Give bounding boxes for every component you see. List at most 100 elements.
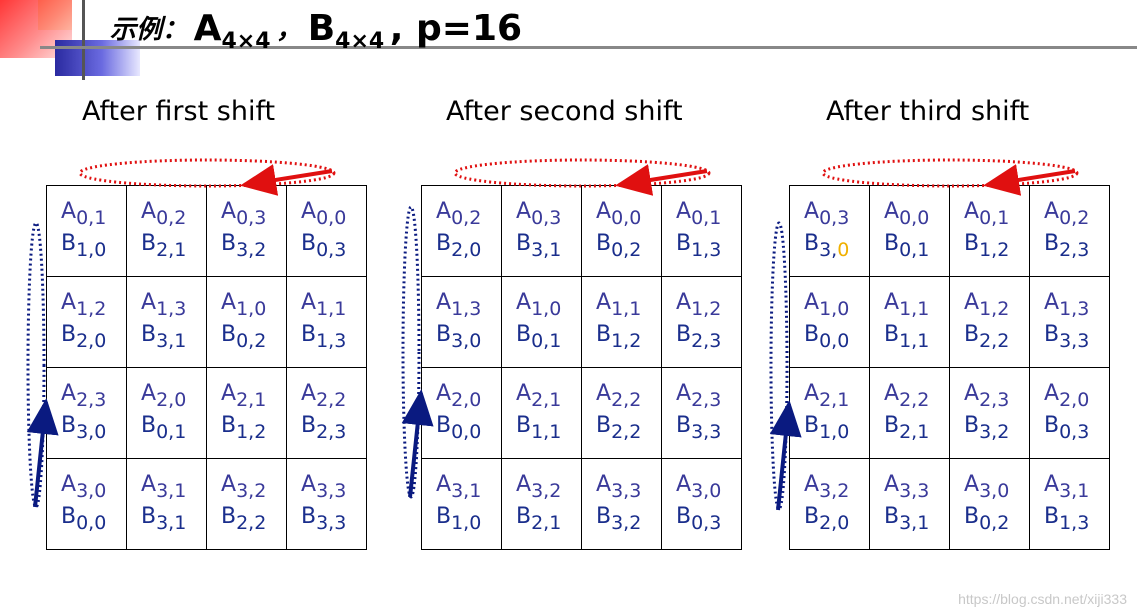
slide-title: 示例： A4×4 ， B4×4 , p=16 xyxy=(110,8,522,68)
cell-a-label: A1,2 xyxy=(61,290,107,320)
cell-b-label: B2,0 xyxy=(804,504,850,534)
cell-a-label: A2,1 xyxy=(804,381,850,411)
cell-a-label: A2,2 xyxy=(301,381,347,411)
cell-b-label: B2,2 xyxy=(596,413,642,443)
cell-b-label: B1,2 xyxy=(964,231,1010,261)
cell-a-label: A3,2 xyxy=(516,472,562,502)
cell-b-label: B0,0 xyxy=(436,413,482,443)
cell-a-label: A0,1 xyxy=(61,199,107,229)
cell-a-label: A0,1 xyxy=(964,199,1010,229)
cell-a-label: A2,3 xyxy=(964,381,1010,411)
cell-b-label: B1,2 xyxy=(596,322,642,352)
cell-a-label: A3,1 xyxy=(1044,472,1090,502)
cell-b-label: B3,2 xyxy=(596,504,642,534)
cell-a-label: A2,3 xyxy=(61,381,107,411)
cell-a-label: A3,2 xyxy=(221,472,267,502)
cell-a-label: A1,0 xyxy=(221,290,267,320)
cell-a-label: A2,1 xyxy=(516,381,562,411)
title-matrix-a: A4×4 xyxy=(193,8,271,54)
col-shift-arrow-second xyxy=(401,205,434,499)
cell-a-label: A1,1 xyxy=(301,290,347,320)
panel-title-third: After third shift xyxy=(826,96,1030,127)
cell-a-label: A1,3 xyxy=(1044,290,1090,320)
cell-a-label: A3,3 xyxy=(301,472,347,502)
cell-b-label: B1,3 xyxy=(676,231,722,261)
cell-b-label: B3,3 xyxy=(1044,322,1090,352)
cell-a-label: A0,2 xyxy=(141,199,187,229)
row-shift-arrow-first xyxy=(78,158,336,196)
cell-b-label: B3,0 xyxy=(61,413,107,443)
cell-b-label: B3,0 xyxy=(804,231,850,261)
cell-b-label: B2,1 xyxy=(141,231,187,261)
row-shift-arrow-third xyxy=(821,158,1079,196)
cell-b-label: B3,3 xyxy=(676,413,722,443)
cell-a-label: A2,0 xyxy=(436,381,482,411)
cell-b-label: B3,1 xyxy=(141,504,187,534)
cell-a-label: A3,0 xyxy=(676,472,722,502)
cell-b-label: B1,3 xyxy=(301,322,347,352)
cell-b-label: B1,0 xyxy=(61,231,107,261)
cell-b-label: B3,2 xyxy=(221,231,267,261)
cell-b-label: B0,0 xyxy=(804,322,850,352)
cell-a-label: A3,1 xyxy=(436,472,482,502)
cell-a-label: A0,2 xyxy=(1044,199,1090,229)
col-shift-arrow-third xyxy=(769,221,802,511)
cell-b-label: B3,3 xyxy=(301,504,347,534)
title-p-value: , p=16 xyxy=(389,8,523,49)
cell-b-label: B2,2 xyxy=(964,322,1010,352)
cell-b-label: B0,0 xyxy=(61,504,107,534)
cell-a-label: A0,3 xyxy=(516,199,562,229)
cell-b-label: B3,1 xyxy=(516,231,562,261)
cell-a-label: A1,2 xyxy=(676,290,722,320)
cell-a-label: A2,0 xyxy=(1044,381,1090,411)
cell-a-label: A2,3 xyxy=(676,381,722,411)
cell-b-label: B1,0 xyxy=(436,504,482,534)
cell-b-label: B0,2 xyxy=(964,504,1010,534)
cell-b-label: B2,3 xyxy=(1044,231,1090,261)
cell-a-label: A1,3 xyxy=(141,290,187,320)
cell-b-label: B0,2 xyxy=(596,231,642,261)
cell-b-label: B0,3 xyxy=(676,504,722,534)
cell-a-label: A3,1 xyxy=(141,472,187,502)
cell-b-label: B0,1 xyxy=(884,231,930,261)
cell-a-label: A3,3 xyxy=(884,472,930,502)
cell-a-label: A1,2 xyxy=(964,290,1010,320)
cell-b-label: B3,1 xyxy=(141,322,187,352)
cell-b-label: B2,3 xyxy=(301,413,347,443)
cell-a-label: A1,1 xyxy=(884,290,930,320)
deco-vertical-line xyxy=(82,0,85,80)
